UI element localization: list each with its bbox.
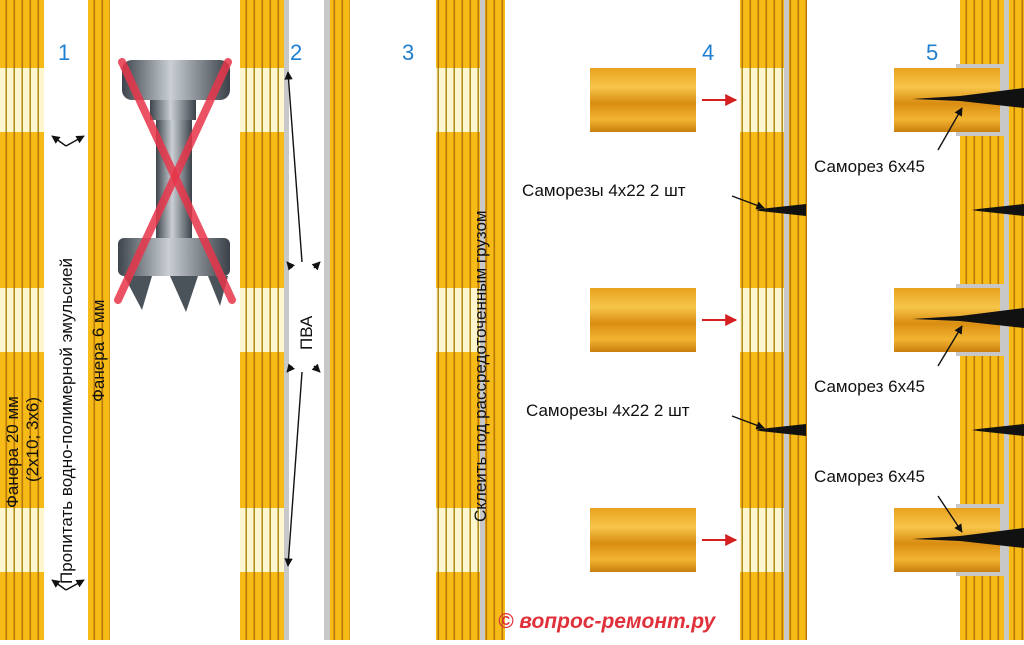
label-plywood-6mm: Фанера 6 мм bbox=[89, 300, 108, 402]
label-screw-6x45-middle: Саморез 6х45 bbox=[814, 377, 925, 396]
plywood-6mm-board-step-2 bbox=[324, 0, 350, 640]
plywood-board-step-3 bbox=[436, 0, 505, 640]
cross-icon bbox=[114, 58, 236, 304]
label-screw-6x45-top: Саморез 6х45 bbox=[814, 157, 925, 176]
screw-icon bbox=[756, 204, 806, 436]
step-number-3: 3 bbox=[402, 40, 414, 65]
label-screw-6x45-bottom: Саморез 6х45 bbox=[814, 467, 925, 486]
drill-bit-icon bbox=[118, 60, 230, 312]
label-glue-under-load: Склеить под рассредоточенным грузом bbox=[471, 210, 490, 522]
wood-blocks-step-4 bbox=[590, 68, 696, 572]
step-number-1: 1 bbox=[58, 40, 70, 65]
plywood-20mm-board bbox=[0, 0, 44, 640]
plywood-board-step-4 bbox=[740, 0, 807, 640]
arrow-right-icon bbox=[702, 94, 738, 546]
label-plywood-20mm: Фанера 20 мм bbox=[3, 396, 22, 508]
label-screws-4x22-top: Саморезы 4х22 2 шт bbox=[522, 181, 686, 200]
screw-icon bbox=[912, 88, 1024, 548]
label-plywood-20mm-sub: (2х10; 3х6) bbox=[23, 397, 42, 482]
leader-lines bbox=[51, 71, 963, 591]
step-number-2: 2 bbox=[290, 40, 302, 65]
label-pva: ПВА bbox=[297, 315, 316, 350]
plywood-6mm-board bbox=[88, 0, 110, 640]
label-screws-4x22-bottom: Саморезы 4х22 2 шт bbox=[526, 401, 690, 420]
watermark: © вопрос-ремонт.ру bbox=[498, 610, 717, 633]
step-number-4: 4 bbox=[702, 40, 714, 65]
plywood-board-step-2 bbox=[240, 0, 289, 640]
step-number-5: 5 bbox=[926, 40, 938, 65]
label-impregnate: Пропитать водно-полимерной эмульсией bbox=[57, 258, 76, 584]
